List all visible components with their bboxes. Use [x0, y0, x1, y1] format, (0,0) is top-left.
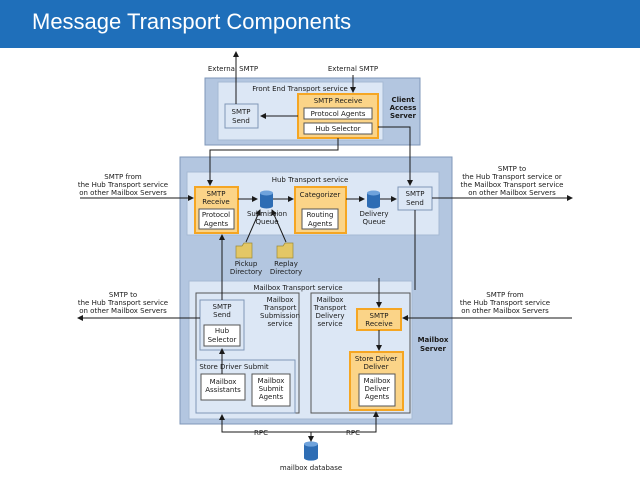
mailbox-deliver-agents-label-1: Mailbox [364, 377, 391, 385]
categorizer-label: Categorizer [300, 191, 341, 199]
connectors [77, 51, 573, 442]
smtp-from-hub-label-2: the Hub Transport service [78, 181, 168, 189]
store-driver-deliver-label-1: Store Driver [355, 355, 397, 363]
mb-smtp-receive-label-1: SMTP [370, 312, 389, 320]
delivery-service-label-2: Transport [313, 304, 347, 312]
hub-smtp-receive-label-1: SMTP [207, 190, 226, 198]
mb-smtp-send-label-1: SMTP [213, 303, 232, 311]
fe-smtp-send-label-2: Send [232, 117, 250, 125]
hub-smtp-send-label-1: SMTP [406, 190, 425, 198]
cas-label-1: Client [391, 96, 415, 104]
delivery-service-label-3: Delivery [315, 312, 344, 320]
mailbox-deliver-agents-label-2: Deliver [365, 385, 390, 393]
smtp-to-top-label-1: SMTP to [498, 165, 526, 173]
mailbox-database-label: mailbox database [280, 464, 342, 472]
mailbox-submit-agents-label-1: Mailbox [258, 377, 285, 385]
mb-smtp-receive-label-2: Receive [365, 320, 392, 328]
mb-hub-selector-box [203, 324, 241, 347]
fe-smtp-send-box [224, 103, 259, 129]
smtp-from-bottom-label-3: on other Mailbox Servers [461, 307, 549, 315]
submission-queue-label-1: Submission [247, 210, 287, 218]
routing-agents-box [301, 208, 339, 230]
mailbox-submit-agents-label-3: Agents [259, 393, 284, 401]
hub-smtp-receive-label-2: Receive [202, 198, 229, 206]
smtp-from-bottom-label-1: SMTP from [486, 291, 524, 299]
fe-protocol-agents-label: Protocol Agents [311, 110, 366, 118]
mailbox-submit-agents-label-2: Submit [259, 385, 284, 393]
mb-hub-selector-label-1: Hub [215, 327, 230, 335]
mailbox-assistants-label-2: Assistants [205, 386, 241, 394]
delivery-queue-label-1: Delivery [359, 210, 388, 218]
mailbox-server-label-2: Server [420, 345, 447, 353]
rpc-right-label: RPC [346, 429, 360, 437]
replay-directory-folder-icon [276, 242, 294, 259]
pickup-directory-folder-icon [235, 242, 253, 259]
fe-protocol-agents-box [303, 107, 373, 120]
mailbox-deliver-agents-label-3: Agents [365, 393, 390, 401]
mailbox-assistants-label-1: Mailbox [210, 378, 237, 386]
smtp-from-bottom-label-2: the Hub Transport service [460, 299, 550, 307]
fe-smtp-receive-label: SMTP Receive [314, 97, 363, 105]
smtp-to-bottom-label-3: on other Mailbox Servers [79, 307, 167, 315]
pickup-label-1: Pickup [235, 260, 258, 268]
fe-hub-selector-box [303, 122, 373, 135]
hub-smtp-send-label-2: Send [406, 199, 424, 207]
mailbox-submit-agents-box [251, 373, 291, 407]
mailbox-deliver-agents-box [358, 373, 396, 407]
routing-agents-label-1: Routing [307, 211, 334, 219]
delivery-queue-icon [367, 190, 380, 209]
smtp-to-bottom-label-1: SMTP to [109, 291, 137, 299]
replay-label-1: Replay [274, 260, 298, 268]
submission-queue-label-2: Queue [256, 218, 279, 226]
external-smtp-left-label: External SMTP [208, 65, 258, 73]
front-end-service-label: Front End Transport service [252, 85, 348, 93]
smtp-to-top-label-2: the Hub Transport service or [462, 173, 562, 181]
smtp-to-bottom-label-2: the Hub Transport service [78, 299, 168, 307]
routing-agents-label-2: Agents [308, 220, 333, 228]
mailbox-database-icon [304, 441, 318, 461]
hub-protocol-agents-label-1: Protocol [202, 211, 230, 219]
rpc-left-label: RPC [254, 429, 268, 437]
hub-protocol-agents-label-2: Agents [204, 220, 229, 228]
fe-hub-selector-label: Hub Selector [315, 125, 360, 133]
replay-label-2: Directory [270, 268, 302, 276]
external-smtp-right-label: External SMTP [328, 65, 378, 73]
title-bar [0, 0, 640, 48]
smtp-from-hub-label-3: on other Mailbox Servers [79, 189, 167, 197]
smtp-to-top-label-4: on other Mailbox Servers [468, 189, 556, 197]
smtp-from-hub-label-1: SMTP from [104, 173, 142, 181]
store-driver-submit-label: Store Driver Submit [199, 363, 269, 371]
mb-smtp-send-label-2: Send [213, 311, 231, 319]
submission-service-label-3: Submission [260, 312, 300, 320]
store-driver-deliver-label-2: Deliver [364, 363, 389, 371]
delivery-service-label-1: Mailbox [317, 296, 344, 304]
submission-service-label-1: Mailbox [267, 296, 294, 304]
delivery-service-label-4: service [317, 320, 342, 328]
submission-queue-icon [260, 190, 273, 209]
submission-service-label-4: service [267, 320, 292, 328]
mailbox-transport-service-label: Mailbox Transport service [253, 284, 342, 292]
hub-protocol-agents-box [198, 208, 235, 230]
fe-smtp-send-label-1: SMTP [232, 108, 251, 116]
delivery-queue-label-2: Queue [363, 218, 386, 226]
cas-label-2: Access [390, 104, 417, 112]
page-title: Message Transport Components [32, 9, 352, 34]
pickup-label-2: Directory [230, 268, 262, 276]
submission-service-label-2: Transport [263, 304, 297, 312]
cas-label-3: Server [390, 112, 417, 120]
mailbox-assistants-box [200, 373, 246, 401]
mailbox-server-label-1: Mailbox [418, 336, 449, 344]
smtp-to-top-label-3: the Mailbox Transport service [461, 181, 564, 189]
hub-service-label: Hub Transport service [272, 176, 349, 184]
mb-hub-selector-label-2: Selector [208, 336, 237, 344]
